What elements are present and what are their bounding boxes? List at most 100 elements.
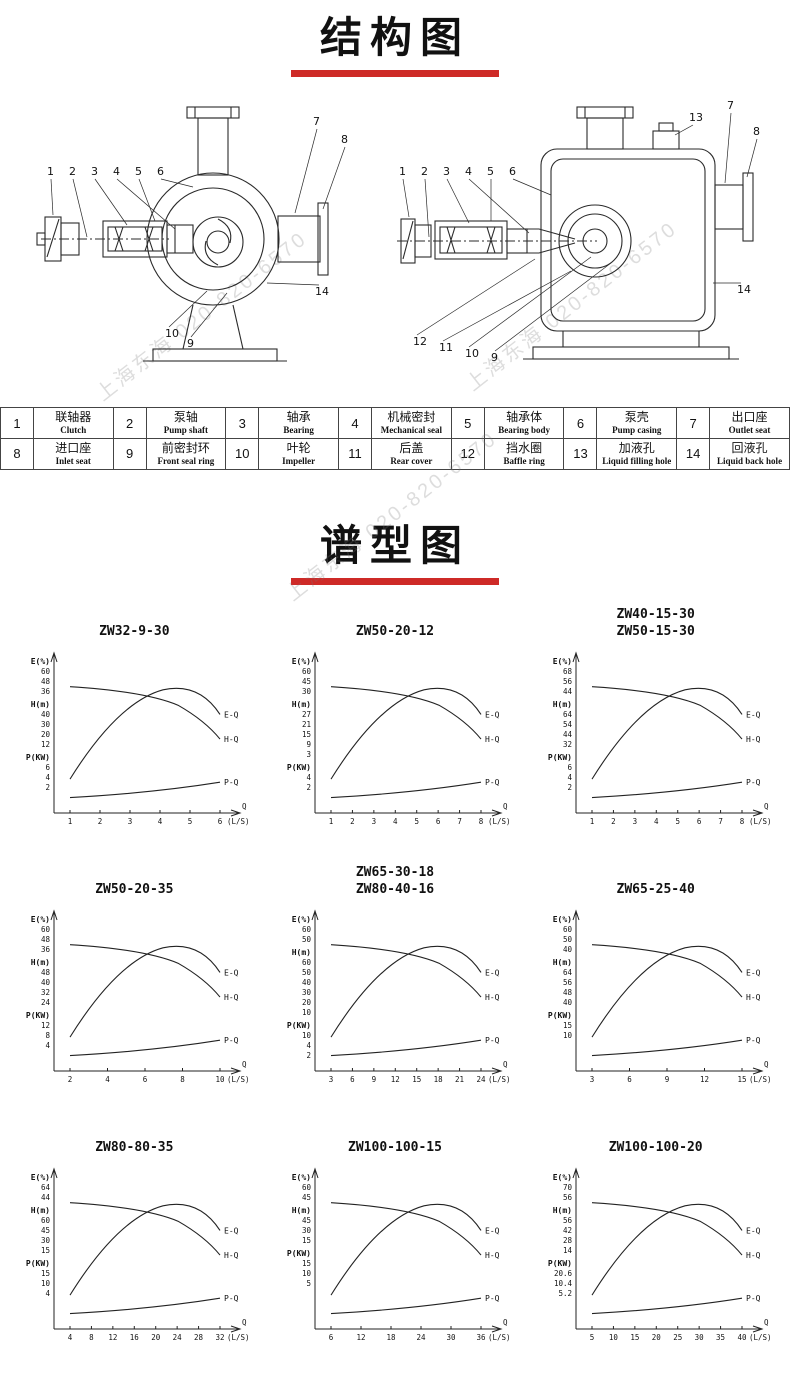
svg-text:15: 15 [630,1333,639,1342]
svg-text:Q: Q [242,802,247,811]
svg-text:14: 14 [563,1246,573,1255]
part-callout-number: 2 [69,165,76,178]
svg-text:4: 4 [46,1041,51,1050]
svg-text:P(KW): P(KW) [548,753,572,762]
svg-text:P(KW): P(KW) [287,1249,311,1258]
svg-text:30: 30 [41,720,51,729]
svg-text:50: 50 [302,935,312,944]
svg-text:24: 24 [476,1075,486,1084]
structure-section-title: 结构图 [319,14,470,61]
svg-text:56: 56 [563,677,573,686]
svg-text:50: 50 [302,968,312,977]
svg-text:48: 48 [41,677,51,686]
svg-text:3: 3 [128,817,133,826]
svg-text:20: 20 [152,1333,162,1342]
part-callout-number: 10 [465,347,479,360]
svg-text:12: 12 [109,1333,118,1342]
part-callout-number: 8 [753,125,760,138]
svg-text:6: 6 [143,1075,148,1084]
svg-text:60: 60 [41,667,51,676]
svg-text:10: 10 [41,1279,51,1288]
chart-title: ZW80-80-35 [95,1140,174,1156]
part-name-en: Baffle ring [503,456,545,467]
part-callout-number: 10 [165,327,179,340]
svg-text:E-Q: E-Q [224,711,239,720]
svg-text:64: 64 [563,710,573,719]
svg-text:12: 12 [391,1075,400,1084]
svg-text:P-Q: P-Q [224,1294,239,1303]
part-number: 13 [563,438,598,470]
svg-text:15: 15 [412,1075,421,1084]
svg-text:60: 60 [41,1216,51,1225]
svg-text:E(%): E(%) [552,915,571,924]
svg-text:(L/S): (L/S) [227,1075,250,1084]
part-name-en: Inlet seat [55,456,91,467]
part-callout-number: 9 [491,351,498,364]
red-underline [291,578,499,586]
svg-text:8: 8 [479,817,484,826]
part-callout-number: 1 [399,165,406,178]
part-number: 6 [563,407,598,440]
svg-text:30: 30 [302,1226,312,1235]
svg-text:70: 70 [563,1183,573,1192]
svg-text:60: 60 [563,925,573,934]
svg-text:(L/S): (L/S) [488,1333,511,1342]
svg-text:18: 18 [386,1333,396,1342]
part-callout-number: 3 [91,165,98,178]
svg-text:H(m): H(m) [292,948,311,957]
svg-text:32: 32 [563,740,572,749]
svg-text:(L/S): (L/S) [749,1075,772,1084]
svg-text:H(m): H(m) [31,1206,50,1215]
svg-text:H(m): H(m) [292,700,311,709]
part-name-en: Pump casing [612,425,662,436]
svg-text:5: 5 [589,1333,594,1342]
part-callout-number: 14 [737,283,751,296]
svg-text:5: 5 [188,817,193,826]
svg-text:56: 56 [563,1193,573,1202]
svg-text:20: 20 [302,998,312,1007]
svg-text:Q: Q [764,1318,769,1327]
part-name-en: Rear cover [390,456,433,467]
svg-text:30: 30 [446,1333,456,1342]
svg-text:(L/S): (L/S) [749,817,772,826]
svg-text:E(%): E(%) [31,657,50,666]
svg-text:30: 30 [694,1333,704,1342]
svg-text:P(KW): P(KW) [26,753,50,762]
svg-text:4: 4 [158,817,163,826]
svg-text:H-Q: H-Q [746,1251,761,1260]
svg-text:H(m): H(m) [552,958,571,967]
chart-title: ZW65-25-40 [616,882,695,898]
svg-text:30: 30 [41,1236,51,1245]
svg-text:27: 27 [302,710,311,719]
svg-text:15: 15 [737,1075,746,1084]
svg-text:4: 4 [567,773,572,782]
svg-text:45: 45 [302,677,311,686]
svg-text:15: 15 [302,1236,311,1245]
svg-text:P-Q: P-Q [224,1036,239,1045]
svg-text:6: 6 [436,817,441,826]
svg-text:4: 4 [46,1289,51,1298]
svg-text:36: 36 [41,687,51,696]
svg-text:6: 6 [627,1075,632,1084]
part-number: 9 [112,438,147,470]
svg-text:4: 4 [46,773,51,782]
svg-text:Q: Q [503,1318,508,1327]
